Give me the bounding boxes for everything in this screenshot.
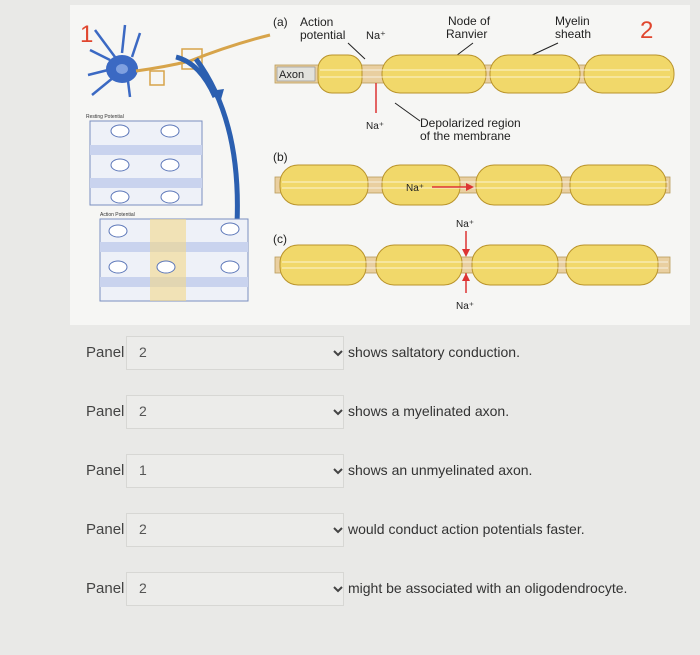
- axon-label: Axon: [279, 69, 304, 81]
- figure-svg: Resting Potential Action Potential: [70, 5, 690, 325]
- select-value: 2: [139, 580, 147, 596]
- myelin-label-1: Myelin: [555, 14, 590, 28]
- panel-label: Panel: [86, 580, 125, 597]
- select-value: 2: [139, 344, 147, 360]
- na-label-b: Na⁺: [406, 183, 424, 194]
- marker-2: 2: [640, 17, 654, 44]
- row-3: Panel 1 shows an unmyelinated axon.: [0, 452, 700, 492]
- select-value: 1: [139, 462, 147, 478]
- statement: shows a myelinated axon.: [348, 403, 510, 419]
- statement: shows an unmyelinated axon.: [348, 462, 533, 478]
- myelin-label-2: sheath: [555, 27, 591, 41]
- row-4: Panel 2 would conduct action potentials …: [0, 511, 700, 551]
- marker-1: 1: [80, 21, 94, 48]
- label-c: (c): [273, 232, 287, 246]
- axon-panel-c: Na⁺ Na⁺: [274, 219, 671, 312]
- statement: would conduct action potentials faster.: [348, 521, 585, 537]
- chevron-down-icon[interactable]: [332, 524, 344, 536]
- na-label-c-bottom: Na⁺: [456, 301, 474, 312]
- row-5: Panel 2 might be associated with an olig…: [0, 570, 700, 610]
- row-1: Panel 2 shows saltatory conduction.: [0, 334, 700, 374]
- axon-panel-a: Axon Na⁺ Depolarized region of the membr…: [274, 54, 675, 143]
- label-a: (a): [273, 15, 288, 29]
- node-label-2: Ranvier: [446, 27, 487, 41]
- action-potential-panel: Action Potential: [99, 212, 249, 302]
- panel-label: Panel: [86, 462, 125, 479]
- statement: might be associated with an oligodendroc…: [348, 580, 628, 596]
- node-label-1: Node of: [448, 14, 491, 28]
- select-value: 2: [139, 521, 147, 537]
- panel-select-1[interactable]: 2: [126, 336, 344, 370]
- panel-label: Panel: [86, 521, 125, 538]
- panel-select-3[interactable]: 1: [126, 454, 344, 488]
- panel-select-4[interactable]: 2: [126, 513, 344, 547]
- chevron-down-icon[interactable]: [332, 465, 344, 477]
- label-b: (b): [273, 150, 288, 164]
- resting-potential-panel: Resting Potential: [86, 114, 203, 206]
- neuron-figure: Resting Potential Action Potential: [70, 5, 690, 325]
- panel-select-5[interactable]: 2: [126, 572, 344, 606]
- statement: shows saltatory conduction.: [348, 344, 520, 360]
- chevron-down-icon[interactable]: [332, 583, 344, 595]
- na-label-c-top: Na⁺: [456, 219, 474, 230]
- na-label-a-bottom: Na⁺: [366, 121, 384, 132]
- row-2: Panel 2 shows a myelinated axon.: [0, 393, 700, 433]
- panel-label: Panel: [86, 403, 125, 420]
- panel-label: Panel: [86, 344, 125, 361]
- chevron-down-icon[interactable]: [332, 347, 344, 359]
- depolarized-label-1: Depolarized region: [420, 116, 521, 130]
- select-value: 2: [139, 403, 147, 419]
- axon-panel-b: Na⁺: [274, 164, 671, 206]
- panel-select-2[interactable]: 2: [126, 395, 344, 429]
- svg-text:Resting Potential: Resting Potential: [86, 114, 124, 120]
- na-label-top: Na⁺: [366, 30, 386, 42]
- action-potential-label-2: potential: [300, 28, 345, 42]
- action-potential-label-1: Action: [300, 15, 333, 29]
- neuron-illustration: [87, 24, 271, 251]
- svg-text:Action Potential: Action Potential: [100, 212, 135, 218]
- depolarized-label-2: of the membrane: [420, 129, 511, 143]
- chevron-down-icon[interactable]: [332, 406, 344, 418]
